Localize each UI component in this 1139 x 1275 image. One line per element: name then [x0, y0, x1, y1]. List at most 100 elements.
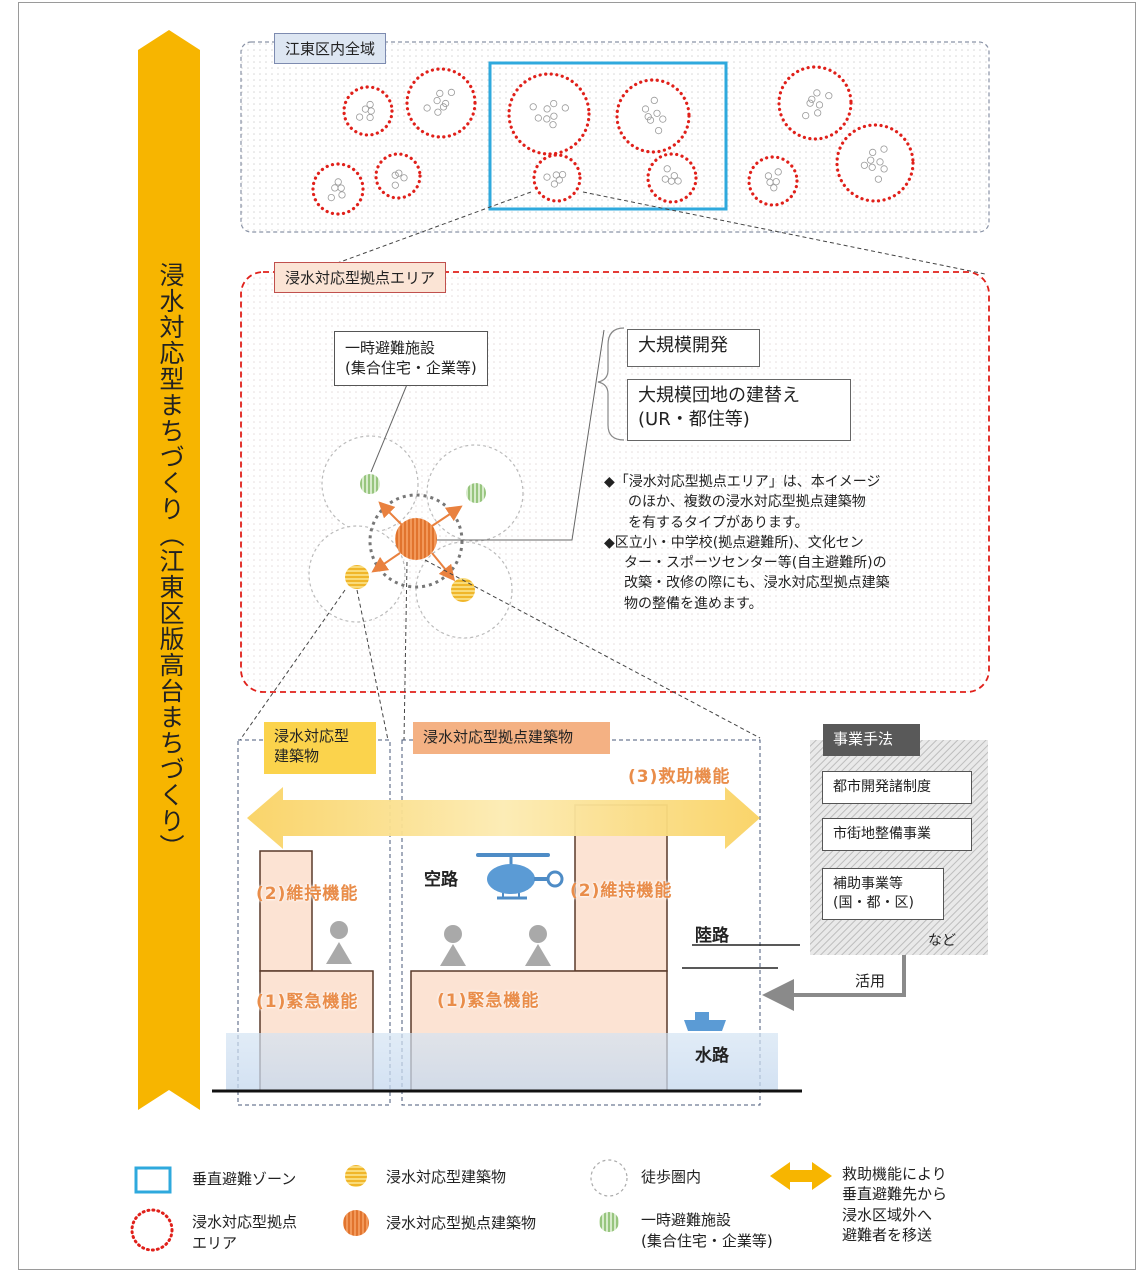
legend-base-building: 浸水対応型拠点建築物	[386, 1214, 537, 1232]
building-mark	[434, 108, 442, 116]
air-route-label: 空路	[424, 870, 458, 890]
ward-area-label: 江東区内全域	[274, 33, 387, 64]
legend-temp-line1: 一時避難施設	[641, 1211, 732, 1229]
building-mark	[813, 89, 821, 97]
legend-rescue-arrow-icon	[770, 1162, 832, 1190]
flood-building-label: 浸水対応型 建築物	[264, 722, 376, 774]
building-mark	[543, 105, 551, 113]
legend-walk-area: 徒歩圏内	[641, 1168, 702, 1186]
building-mark	[806, 99, 814, 107]
arrow-icon	[378, 501, 403, 526]
use-arrow-icon	[762, 955, 906, 1011]
legend-vertical-zone: 垂直避難ゾーン	[192, 1170, 297, 1188]
legend-base-building-icon	[343, 1210, 369, 1236]
base-building-label: 浸水対応型拠点建築物	[413, 722, 610, 754]
building-mark	[447, 88, 455, 97]
legend-base-area: 浸水対応型拠点 エリア	[192, 1212, 297, 1254]
building-mark	[880, 145, 888, 153]
building-mark	[825, 92, 833, 100]
arrow-icon	[431, 505, 463, 527]
legend-rescue-line4: 避難者を移送	[842, 1225, 933, 1244]
building-mark	[549, 121, 557, 129]
building-mark	[874, 175, 883, 183]
building-mark	[534, 114, 542, 122]
callout-line	[437, 329, 605, 541]
redevelopment-line2: (UR・都住等)	[638, 409, 750, 431]
business-etc: など	[928, 933, 956, 949]
building-mark	[327, 194, 335, 202]
base-area-cluster	[777, 65, 853, 141]
building-mark	[867, 156, 875, 164]
building-mark	[654, 127, 663, 135]
legend-flood-building-icon	[345, 1165, 367, 1187]
business-item: 市街地整備事業	[822, 818, 972, 851]
large-development-box: 大規模開発	[627, 329, 760, 367]
building-mark	[663, 165, 671, 173]
ship-icon	[684, 1012, 726, 1031]
maintain-function-right: (2)維持機能	[570, 881, 673, 901]
building-mark	[331, 184, 339, 192]
note-line: ◆「浸水対応型拠点エリア」は、本イメージ	[604, 474, 881, 490]
flood-building-label-line2: 建築物	[274, 747, 320, 766]
building-mark	[400, 174, 408, 182]
business-item3-line1: 補助事業等	[833, 876, 903, 892]
legend-temp-facility: 一時避難施設 (集合住宅・企業等)	[641, 1210, 773, 1252]
temp-facility-dot	[360, 474, 380, 494]
building-mark	[366, 100, 374, 109]
zoom-line	[403, 561, 408, 741]
building-mark	[653, 109, 661, 117]
brace	[597, 327, 625, 441]
person-icon	[440, 925, 466, 966]
building-mark	[395, 169, 403, 177]
base-area-cluster	[405, 67, 477, 139]
vertical-banner-text: 浸水対応型まちづくり（江東区版高台まちづくり）	[156, 262, 185, 860]
building-mark	[391, 171, 399, 179]
building-mark	[529, 103, 537, 111]
building-mark	[815, 101, 824, 109]
note-line: 改築・改修の際にも、浸水対応型拠点建築	[624, 575, 890, 592]
building-mark	[561, 104, 569, 112]
building-mark	[550, 112, 558, 120]
helicopter-icon	[476, 853, 564, 900]
flood-building-dot	[451, 578, 475, 602]
legend-rescue-line1: 救助機能により	[842, 1165, 947, 1183]
building-mark	[423, 104, 431, 112]
business-item3-line2: (国・都・区)	[833, 894, 914, 911]
water-band	[226, 1033, 778, 1091]
base-area-cluster	[615, 78, 691, 154]
building-mark	[441, 99, 450, 108]
base-area-label: 浸水対応型拠点エリア	[274, 262, 447, 293]
building-mark	[770, 184, 778, 192]
flood-building-label-line1: 浸水対応型	[274, 727, 350, 745]
person-icon	[326, 921, 352, 964]
small-building-tower	[259, 850, 313, 972]
building-mark	[338, 191, 346, 199]
base-area-cluster	[507, 72, 591, 156]
legend-rescue-line3: 浸水区域外へ	[842, 1205, 933, 1224]
building-mark	[808, 95, 816, 103]
callout-line	[370, 381, 409, 473]
building-mark	[670, 172, 678, 180]
building-mark	[433, 97, 441, 105]
temp-facility-dot	[466, 483, 486, 503]
callout-line1: 一時避難施設	[345, 339, 436, 357]
banner-shape	[138, 30, 200, 1110]
building-mark	[391, 181, 399, 189]
building-mark	[644, 113, 652, 121]
base-walk-circle	[368, 493, 464, 589]
building-mark	[558, 171, 567, 179]
building-mark	[543, 173, 551, 181]
building-mark	[659, 115, 667, 123]
legend-walk-icon	[590, 1159, 628, 1197]
building-mark	[641, 105, 650, 113]
legend-rescue-line2: 垂直避難先から	[842, 1185, 948, 1204]
zoom-line-right	[582, 191, 986, 275]
rescue-arrow-icon	[247, 787, 760, 849]
emergency-function-right: (1)緊急機能	[437, 991, 540, 1011]
business-item: 補助事業等 (国・都・区)	[822, 868, 944, 920]
notes: ◆「浸水対応型拠点エリア」は、本イメージ のほか、複数の浸水対応型拠点建築物 を…	[604, 472, 890, 614]
building-mark	[661, 175, 669, 183]
building-mark	[814, 109, 822, 117]
building-mark	[543, 115, 551, 123]
note-line: を有するタイプがあります。	[628, 514, 809, 531]
